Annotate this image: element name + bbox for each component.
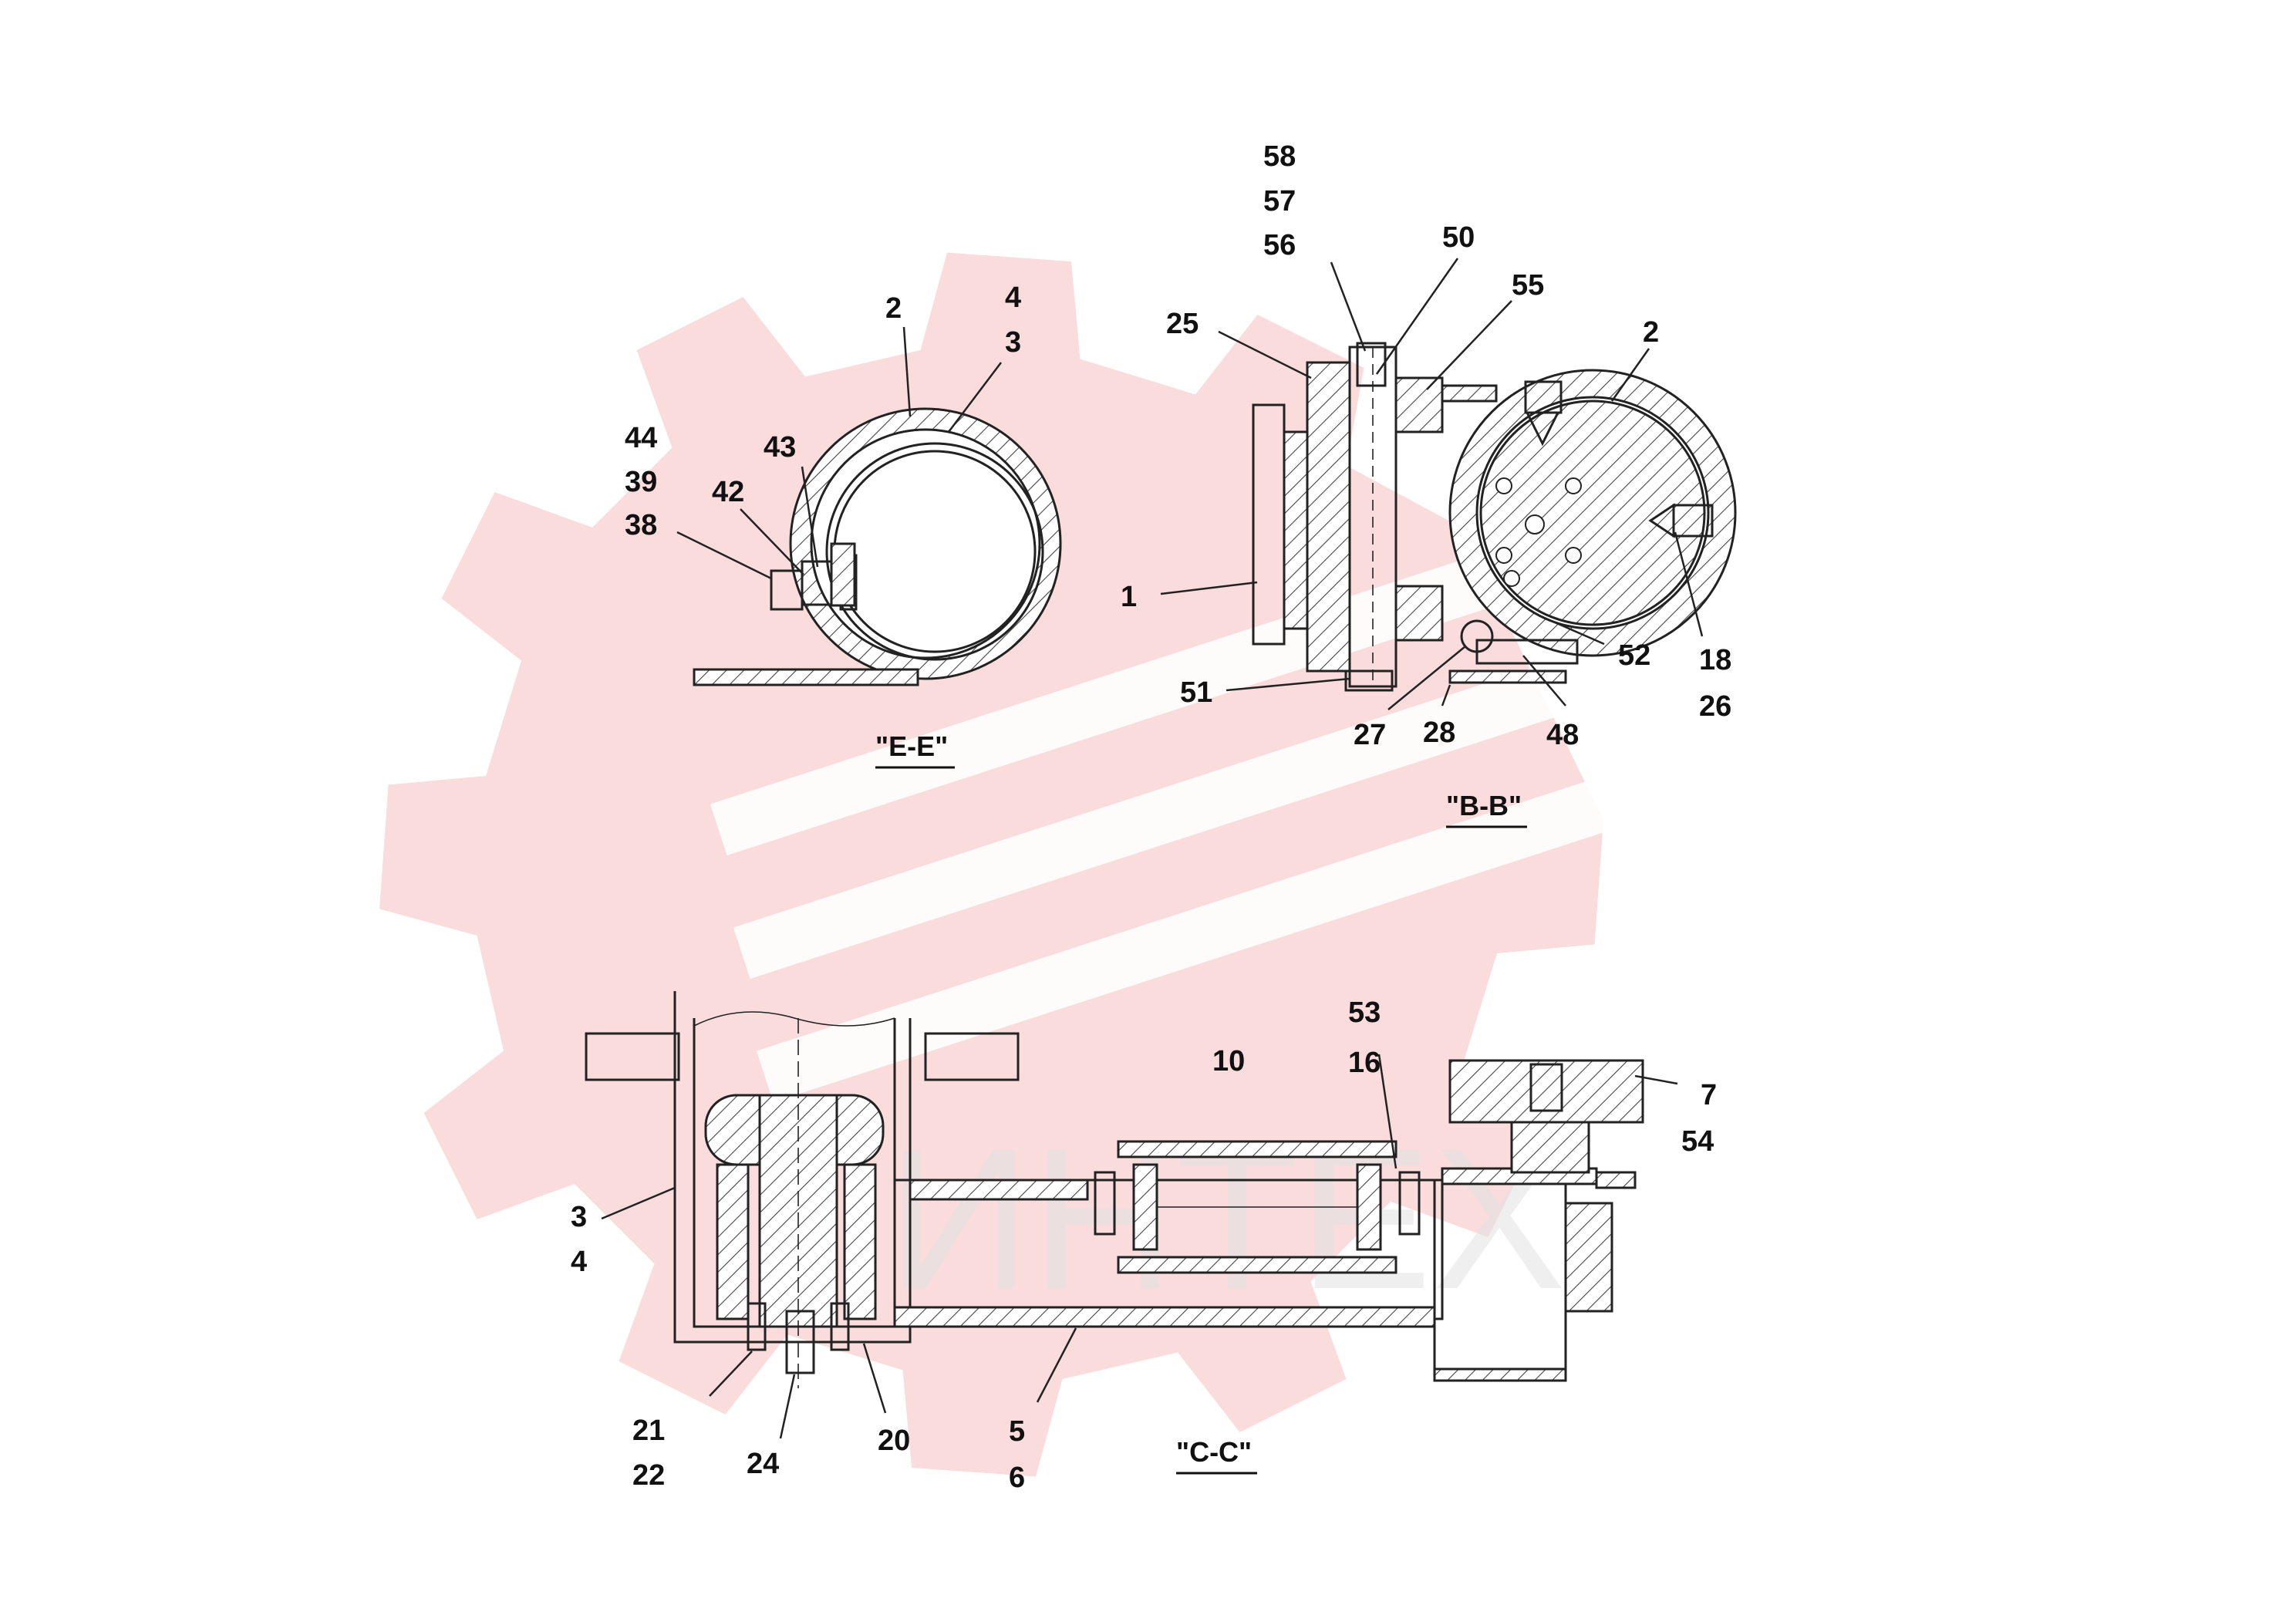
label-cc-21: 21 <box>632 1415 665 1447</box>
label-cc-20: 20 <box>878 1425 910 1457</box>
label-ee-43: 43 <box>764 431 796 464</box>
label-cc-6: 6 <box>1009 1462 1025 1494</box>
section-ee-view <box>693 407 1062 686</box>
section-cc-view <box>585 991 1644 1388</box>
label-bb-28: 28 <box>1423 717 1455 749</box>
label-ee-3: 3 <box>1005 326 1021 359</box>
label-cc-24: 24 <box>747 1448 779 1480</box>
label-ee-44: 44 <box>625 422 657 454</box>
label-ee-38: 38 <box>625 509 657 541</box>
section-title-ee: "E-E" <box>875 730 948 762</box>
section-bb-view <box>1252 342 1737 692</box>
label-cc-10: 10 <box>1212 1045 1245 1077</box>
label-ee-4: 4 <box>1005 282 1021 314</box>
label-cc-54: 54 <box>1681 1125 1714 1158</box>
label-ee-2: 2 <box>885 292 902 325</box>
label-bb-55: 55 <box>1512 269 1544 302</box>
label-cc-53: 53 <box>1348 996 1381 1029</box>
section-title-cc: "C-C" <box>1176 1436 1252 1468</box>
label-cc-16: 16 <box>1348 1047 1381 1079</box>
label-bb-50: 50 <box>1442 221 1475 254</box>
section-titles: "E-E" "B-B" "C-C" <box>875 730 1527 1475</box>
label-bb-26: 26 <box>1699 690 1731 723</box>
label-ee-42: 42 <box>712 476 744 508</box>
label-ee-39: 39 <box>625 466 657 498</box>
label-bb-18: 18 <box>1699 644 1731 676</box>
label-bb-52: 52 <box>1618 639 1650 672</box>
label-bb-25: 25 <box>1166 308 1199 340</box>
label-bb-48: 48 <box>1546 719 1579 751</box>
leader-lines <box>601 258 1704 1439</box>
label-bb-51: 51 <box>1180 676 1212 709</box>
label-bb-57: 57 <box>1263 185 1296 218</box>
label-bb-58: 58 <box>1263 140 1296 173</box>
label-bb-2: 2 <box>1643 316 1659 349</box>
label-bb-27: 27 <box>1354 719 1386 751</box>
label-cc-4: 4 <box>571 1246 587 1278</box>
label-cc-5: 5 <box>1009 1415 1025 1448</box>
label-cc-22: 22 <box>632 1459 665 1492</box>
part-labels: 2 4 3 44 39 38 42 43 58 57 56 50 55 25 2… <box>571 140 1731 1494</box>
label-bb-1: 1 <box>1121 581 1137 613</box>
label-cc-3: 3 <box>571 1201 587 1233</box>
section-title-bb: "B-B" <box>1446 790 1522 821</box>
label-cc-7: 7 <box>1701 1079 1717 1111</box>
label-bb-56: 56 <box>1263 229 1296 261</box>
